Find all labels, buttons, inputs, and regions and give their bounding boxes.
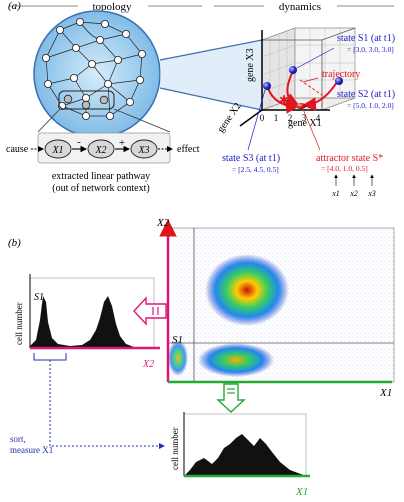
pathway-node-x2: X2: [87, 139, 115, 159]
magenta-projection-arrow: [133, 296, 167, 326]
sort-label-2: measure X1: [10, 445, 53, 455]
sort-arrow: [49, 360, 165, 449]
attractor-point: [296, 103, 306, 109]
trajectory-label: trajectory: [322, 69, 360, 80]
state-s1-label: state S1 (at t1): [337, 33, 395, 44]
hist-bottom-ylabel: cell number: [170, 427, 180, 470]
state-s3-point: [263, 82, 271, 90]
s3-pointer: [247, 89, 266, 151]
state-s1-value: = [3.0, 3.0, 3.0]: [347, 45, 394, 54]
gate-label: S1: [172, 334, 183, 346]
pathway-caption-1: extracted linear pathway: [52, 171, 150, 182]
axis-label-x3: gene X3: [245, 48, 256, 82]
pathway-node-x1: X1: [44, 139, 72, 159]
cluster-high-x2: [205, 254, 289, 326]
extract-guide: [37, 108, 61, 133]
tick-1: 1: [274, 113, 279, 123]
topology-title: topology: [92, 1, 132, 13]
scatter-y-label: X2: [156, 217, 170, 229]
trajectory-pointer: [302, 77, 319, 83]
histogram-x1: [183, 413, 307, 477]
sign-positive: +: [119, 137, 125, 149]
svg-text:X3: X3: [137, 145, 149, 156]
state-s2-label: state S2 (at t1): [337, 89, 395, 100]
cluster-high-x1: [198, 343, 274, 377]
network-diagram: [33, 10, 161, 138]
panel-b-label: (b): [8, 237, 21, 249]
axis-label-x1: gene X1: [288, 118, 322, 129]
hist-bottom-xlabel: X1: [295, 486, 308, 498]
trajectory-s3: [267, 87, 300, 114]
state-s3-label: state S3 (at t1): [222, 153, 280, 164]
network-bubble: [33, 10, 161, 138]
attractor-pointer: [302, 108, 321, 151]
effect-label: effect: [177, 144, 200, 155]
histogram-x2-bars: [30, 296, 154, 348]
x-tick-labels: 0 1 2 3 4: [260, 113, 321, 123]
cause-label: cause: [6, 144, 29, 155]
attractor-projection: [299, 79, 323, 108]
dynamics-title: dynamics: [279, 1, 321, 13]
component-x2: x2: [349, 189, 358, 198]
sign-negative: -: [77, 136, 81, 148]
hist-left-ylabel: cell number: [14, 302, 24, 345]
tick-0: 0: [260, 113, 265, 123]
zoom-cone: [160, 40, 262, 110]
scatter-x-label: X1: [379, 387, 392, 399]
extract-guide: [113, 108, 171, 133]
tick-4: 4: [316, 113, 321, 123]
sort-bracket: [33, 353, 67, 361]
tick-3: 3: [302, 113, 307, 123]
pathway-caption-2: (out of network context): [52, 183, 149, 194]
state-s1-point: [289, 66, 297, 74]
state-s3-value: = [2.5, 4.5, 0.5]: [232, 165, 279, 174]
component-x1: x1: [331, 189, 340, 198]
tick-2: 2: [288, 113, 293, 123]
hist-left-peak-label: S1: [34, 292, 44, 303]
attractor-label: attractor state S*: [316, 153, 383, 164]
component-x3: x3: [367, 189, 376, 198]
sort-label-1: sort,: [10, 434, 26, 444]
histogram-x2: [29, 277, 155, 349]
component-arrows: [334, 174, 374, 186]
attractor-star-icon: ✱: [279, 93, 289, 107]
attractor-value: = [4.0, 1.0, 0.5]: [321, 164, 368, 173]
scatter-plot: [167, 227, 395, 383]
pathway-node-x3: X3: [130, 139, 158, 159]
state-s2-point: [335, 77, 343, 85]
s1-pointer: [296, 47, 335, 69]
histogram-x1-bars: [184, 434, 306, 476]
trajectory-s2: [302, 81, 338, 112]
hist-left-xlabel: X2: [142, 359, 154, 370]
svg-text:X2: X2: [94, 145, 106, 156]
state-s2-value: = [5.0, 1.0, 2.0]: [347, 101, 394, 110]
cluster-low: [168, 340, 188, 376]
component-labels: x1 x2 x3: [331, 189, 376, 198]
pathway-highlight-box: [58, 90, 115, 110]
svg-text:X1: X1: [51, 145, 63, 156]
axis-label-x2: gene X2: [215, 101, 243, 135]
green-projection-arrow: [216, 383, 246, 413]
